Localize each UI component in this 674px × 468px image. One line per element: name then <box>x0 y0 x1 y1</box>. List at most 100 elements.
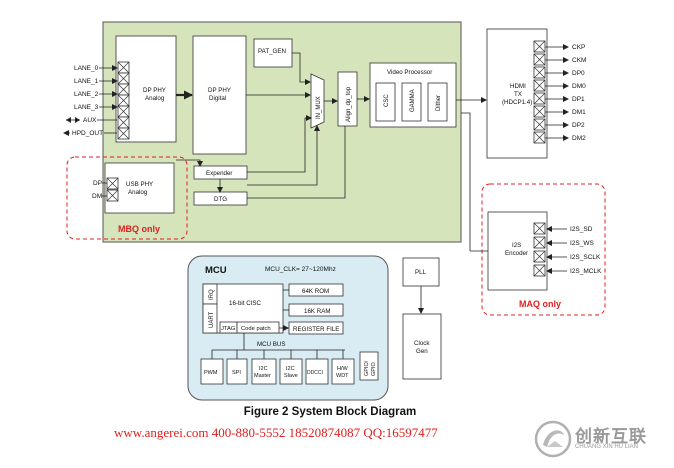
figure-caption: Figure 2 System Block Diagram <box>243 406 417 418</box>
ddcci-block: DDCCI <box>305 358 329 385</box>
i2c-master-label-1: I2C <box>259 366 268 372</box>
dtg-block: DTG <box>193 191 248 206</box>
i2c-master-label-2: Master <box>254 373 271 379</box>
rom-block: 64K ROM <box>288 283 344 297</box>
pat-gen-block: PAT_GEN <box>253 38 293 68</box>
hdmi-tx-block: HDMI TX (HDCP1.4) <box>486 28 548 159</box>
dp-phy-analog-label-1: DP PHY <box>143 87 166 94</box>
i2s-label-1: I2S <box>512 242 521 249</box>
pin-dm1: DM1 <box>572 109 586 116</box>
cisc-label: 16-bit CISC <box>229 300 262 307</box>
i2s-label-2: Encoder <box>505 250 528 257</box>
usb-phy-label-1: USB PHY <box>126 181 153 188</box>
dp-phy-digital-label-1: DP PHY <box>208 87 231 94</box>
pin-lane-2: LANE_2 <box>74 91 99 98</box>
pin-dm2: DM2 <box>572 135 586 142</box>
maq-only-region <box>481 183 606 316</box>
pin-i2s-sclk: I2S_SCLK <box>570 254 601 261</box>
clock-gen-label-1: Clock <box>414 340 430 347</box>
pll-label: PLL <box>415 269 427 276</box>
i2s-encoder-block: I2S Encoder <box>487 211 548 291</box>
csc-label: CSC <box>384 94 390 107</box>
usb-phy-block: USB PHY Analog <box>104 162 175 214</box>
video-processor-label: Video Processor <box>387 69 432 76</box>
pin-dp2: DP2 <box>572 122 585 129</box>
jtag-label: JTAG <box>221 326 236 332</box>
hdmi-label-2: TX <box>514 91 522 98</box>
rom-label: 64K ROM <box>302 288 329 295</box>
expender-label: Expender <box>206 170 233 177</box>
dtg-label: DTG <box>214 196 227 203</box>
spi-label: SPI <box>232 370 241 376</box>
maq-only-label: MAQ only <box>519 299 561 309</box>
logo-subtitle: CHUANG XIN HU LIAN <box>575 444 639 450</box>
i2c-slave-block: I2C Slave <box>279 358 303 385</box>
pin-lane-1: LANE_1 <box>74 78 99 85</box>
hw-wdt-label-2: WDT <box>336 373 349 379</box>
register-file-label: REGISTER FILE <box>293 326 339 333</box>
usb-phy-label-2: Analog <box>128 189 148 196</box>
hw-wdt-label-1: H/W <box>337 366 349 372</box>
i2c-slave-label-2: Slave <box>284 373 298 379</box>
gpio-label: GPIO/ <box>364 360 370 376</box>
ram-label: 16K RAM <box>304 308 330 315</box>
video-processor-block: Video Processor CSC GAMMA Dither <box>369 62 457 128</box>
pin-i2s-ws: I2S_WS <box>570 240 595 247</box>
align-dp-top-label: Align_dp_top <box>346 86 352 122</box>
brand-logo: 创新互联 CHUANG XIN HU LIAN <box>531 416 671 462</box>
pin-ckm: CKM <box>572 57 586 64</box>
gpio-block: GPIO/ GPIO <box>359 351 379 381</box>
gamma-label: GAMMA <box>410 89 416 112</box>
pin-dp0: DP0 <box>572 70 585 77</box>
dp-phy-digital-block: DP PHY Digital <box>192 35 247 155</box>
mcu-clk-label: MCU_CLK= 27~120Mhz <box>265 266 336 273</box>
pwm-block: PWM <box>200 358 224 385</box>
mcu-title: MCU <box>205 265 227 276</box>
pin-aux: AUX <box>83 117 97 124</box>
cpu-core-block: IRQ UART 16-bit CISC JTAG Code patch <box>202 283 284 334</box>
clock-gen-label-2: Gen <box>416 348 428 355</box>
mcu-bus-label: MCU BUS <box>257 341 286 348</box>
logo-name: 创新互联 <box>575 427 647 447</box>
pin-usb-dm: DM <box>92 193 102 200</box>
i2s-pins: I2S_SD I2S_WS I2S_SCLK I2S_MCLK <box>546 226 602 275</box>
in-mux-label: IN_MUX <box>316 96 322 119</box>
i2c-slave-label-1: I2C <box>286 366 295 372</box>
mbq-only-label: MBQ only <box>118 224 160 234</box>
pin-dp1: DP1 <box>572 96 585 103</box>
dp-phy-digital-label-2: Digital <box>209 95 226 102</box>
logo-icon <box>534 420 572 458</box>
mbq-only-region <box>66 156 188 240</box>
code-patch-label: Code patch <box>241 326 271 332</box>
dp-phy-analog-block: DP PHY Analog <box>115 35 177 143</box>
pll-block: PLL <box>402 257 440 287</box>
mcu-bus-drops <box>211 350 344 359</box>
hdmi-label-1: HDMI <box>510 83 526 90</box>
pat-gen-label: PAT_GEN <box>258 48 286 55</box>
ram-block: 16K RAM <box>288 303 344 317</box>
dp-phy-analog-label-2: Analog <box>145 95 165 102</box>
spi-block: SPI <box>226 358 248 385</box>
pin-lane-0: LANE_0 <box>74 65 99 72</box>
pwm-label: PWM <box>204 370 218 376</box>
pin-hpd-out: HPD_OUT <box>72 130 103 137</box>
pin-dm0: DM0 <box>572 83 586 90</box>
pin-lane-3: LANE_3 <box>74 104 99 111</box>
in-mux-block: IN_MUX <box>310 73 325 129</box>
watermark-text: www.angerei.com 400-880-5552 18520874087… <box>114 425 438 440</box>
clock-gen-block: Clock Gen <box>402 313 442 380</box>
irq-label: IRQ <box>209 289 215 300</box>
hw-wdt-block: H/W WDT <box>331 358 355 385</box>
expender-block: Expender <box>193 165 248 180</box>
hdmi-label-3: (HDCP1.4) <box>502 99 532 106</box>
uart-label: UART <box>209 311 215 328</box>
ddcci-label: DDCCI <box>307 370 323 376</box>
dp-input-pins: LANE_0 LANE_1 LANE_2 LANE_3 AUX HPD_OUT <box>63 65 118 137</box>
pin-i2s-mclk: I2S_MCLK <box>570 268 602 275</box>
pin-usb-dp: DP <box>93 180 102 187</box>
hdmi-output-pins: CKP CKM DP0 DM0 DP1 DM1 DP2 DM2 <box>545 44 586 142</box>
i2c-master-block: I2C Master <box>251 358 277 385</box>
pin-i2s-sd: I2S_SD <box>570 226 593 233</box>
register-file-block: REGISTER FILE <box>288 321 344 335</box>
